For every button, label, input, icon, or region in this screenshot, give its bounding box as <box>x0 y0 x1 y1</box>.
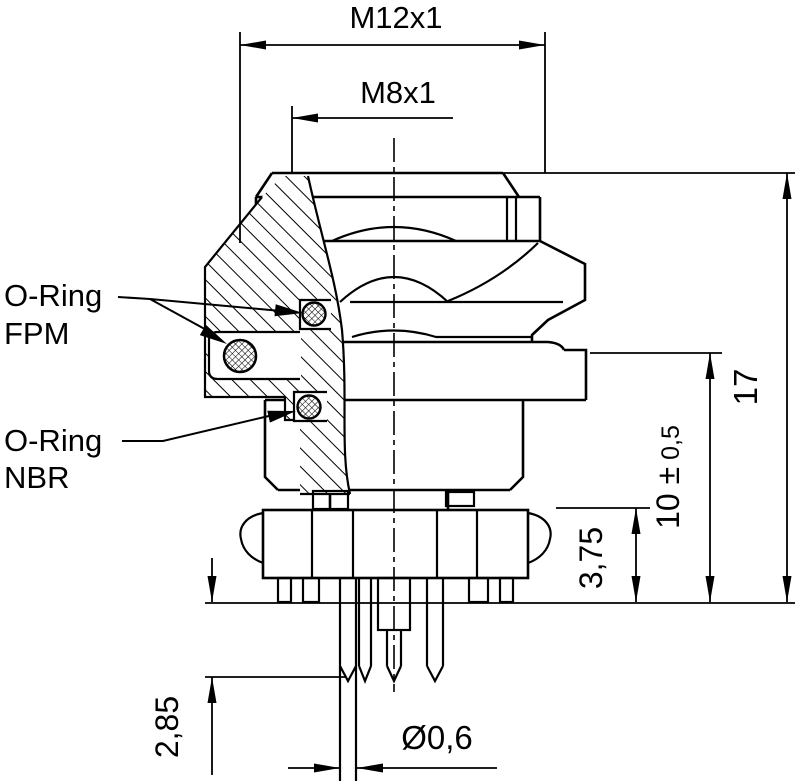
dim-mount-height-tol: 0,5 <box>657 425 685 467</box>
oring-nbr-leader <box>122 414 274 442</box>
dim-285-lines <box>205 558 345 775</box>
arrowhead-m12-right <box>519 40 545 50</box>
dim-mount-height-label: 10 ± 0,5 <box>650 425 686 529</box>
arrowhead-285-top <box>207 576 217 602</box>
foot-4 <box>498 576 515 604</box>
mounting-plate <box>239 489 552 604</box>
arrowhead-285-bottom <box>207 677 217 703</box>
oring-nbr-label-line2: NBR <box>4 460 69 495</box>
pin-right <box>425 578 445 684</box>
arrowhead-m8-left <box>292 113 318 123</box>
arrowhead-m12-left <box>240 40 266 50</box>
oring-nbr-label-line1: O-Ring <box>4 423 102 458</box>
arrowhead-fpm-outer <box>199 324 227 344</box>
dimension-pin-protrusion: 2,85 <box>149 558 795 775</box>
dimension-flange-height: 3,75 <box>556 507 650 602</box>
pin-2 <box>357 578 373 684</box>
dimension-m8: M8x1 <box>291 75 453 172</box>
plate-tab-right <box>444 490 476 508</box>
oring-nbr-groove-outline <box>292 390 327 423</box>
dim-flange-height-label: 3,75 <box>573 527 609 589</box>
dim-17-lines <box>503 172 795 602</box>
dim-pin-protrusion-label: 2,85 <box>149 696 185 758</box>
dimension-pin-diameter: Ø0,6 <box>288 719 497 773</box>
arrowhead-10-bottom <box>705 576 715 602</box>
dim-m8-lines <box>291 106 453 172</box>
spring-clip-left <box>239 511 264 565</box>
plate-body <box>261 508 530 580</box>
foot-1 <box>276 576 293 604</box>
arrowhead-375-bottom <box>631 576 641 602</box>
arrowhead-10-top <box>705 353 715 379</box>
contact-pins <box>338 576 445 781</box>
label-oring-fpm: O-Ring FPM <box>4 278 303 351</box>
foot-2 <box>301 576 321 604</box>
arrowhead-nbr <box>267 410 296 423</box>
dim-10-lines <box>590 352 722 602</box>
arrowhead-17-bottom <box>782 576 792 602</box>
oring-fpm-label-line2: FPM <box>4 316 69 351</box>
body-outline <box>254 171 588 510</box>
oring-nbr-seal <box>296 394 322 420</box>
dim-overall-height-label: 17 <box>727 369 764 406</box>
dim-mount-height-main: 10 ± <box>650 467 686 529</box>
label-oring-nbr: O-Ring NBR <box>4 410 296 495</box>
dimension-mount-height: 10 ± 0,5 <box>590 352 722 602</box>
spring-clip-right <box>527 511 552 565</box>
oring-fpm-outer-seal <box>222 338 258 374</box>
oring-fpm-inner-seal <box>301 301 327 327</box>
dimension-m12: M12x1 <box>239 0 546 243</box>
dimension-overall-height: 17 <box>503 172 795 602</box>
plate-segments <box>310 510 479 578</box>
hex-facet-lines <box>350 197 563 304</box>
section-break-curve <box>306 175 352 495</box>
arrowhead-17-top <box>782 173 792 199</box>
pin-center <box>385 630 403 684</box>
oring-fpm-inner-groove-outline <box>298 298 331 331</box>
arrowhead-375-top <box>631 508 641 534</box>
oring-fpm-outer-pocket-outline <box>207 330 300 381</box>
dim-pin-diameter-label: Ø0,6 <box>401 719 473 756</box>
arrowhead-dia-left <box>314 763 340 773</box>
arrowhead-dia-right <box>357 763 383 773</box>
foot-3 <box>467 576 490 604</box>
dim-m8-label: M8x1 <box>360 75 436 110</box>
arrowhead-fpm-inner <box>274 304 303 317</box>
section-hatch <box>203 175 352 496</box>
wrench-flat-arcs <box>331 225 539 339</box>
oring-fpm-label-line1: O-Ring <box>4 278 102 313</box>
dim-m12-label: M12x1 <box>349 0 442 35</box>
dim-m12-lines <box>239 32 546 243</box>
oring-fpm-leader <box>117 296 282 334</box>
pin-long <box>338 578 358 781</box>
